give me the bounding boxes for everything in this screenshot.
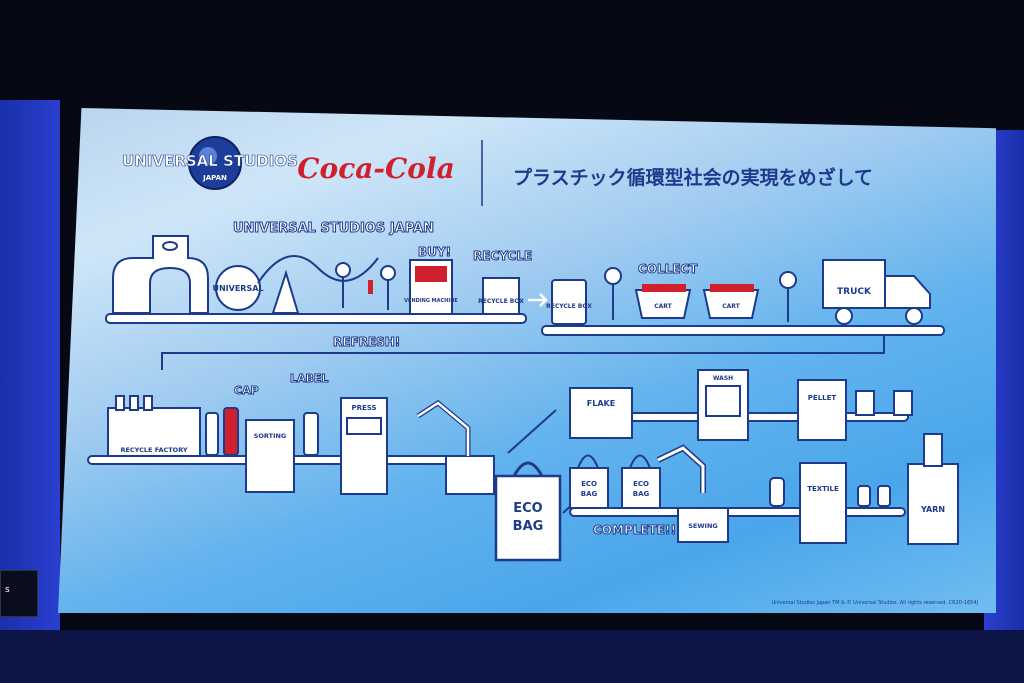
eco-bag-1-line1: ECO	[581, 480, 597, 488]
label-label: LABEL	[290, 372, 328, 385]
thread-spool	[769, 477, 785, 507]
copyright-notice: Universal Studios Japan TM & © Universal…	[771, 599, 978, 606]
yarn-label: YARN	[920, 505, 945, 514]
vending-machine-label: VENDING MACHINE	[404, 298, 458, 304]
eco-bag-2-line2: BAG	[633, 490, 650, 498]
slide-tagline: プラスチック循環型社会の実現をめざして	[513, 166, 873, 189]
press-machine: PRESS	[340, 397, 388, 495]
textile-label: TEXTILE	[807, 485, 839, 493]
presentation-screen: UNIVERSAL STUDIOS JAPAN Coca-Cola プラスチック…	[58, 108, 996, 613]
stage-floor	[0, 630, 1024, 683]
refresh-label: REFRESH!	[333, 335, 400, 349]
eco-bag-2: ECO BAG	[621, 454, 661, 509]
cart-1-label: CART	[654, 303, 672, 310]
usj-logo-line1: UNIVERSAL STUDIOS	[122, 152, 298, 170]
row1-conveyor	[105, 313, 945, 336]
recycle-label: RECYCLE	[473, 249, 532, 263]
cart-2: CART	[702, 284, 760, 319]
recycle-box-2: RECYCLE BOX	[546, 279, 592, 325]
eco-bag-1-line2: BAG	[581, 490, 598, 498]
pellet-machine: PELLET	[797, 379, 847, 441]
worker-illustration	[604, 267, 797, 322]
yarn-machine: YARN	[907, 433, 959, 545]
process-connector	[161, 336, 885, 370]
cart-1: CART	[634, 284, 692, 319]
yarn-spools	[857, 485, 891, 507]
coca-cola-logo: Coca-Cola	[297, 152, 455, 185]
flake-label: FLAKE	[587, 399, 615, 408]
sewing-label: SEWING	[688, 522, 718, 530]
sorting-machine: SORTING	[245, 419, 295, 493]
wash-label: WASH	[713, 375, 733, 382]
visitors-illustration	[335, 262, 396, 310]
usj-logo-line2: JAPAN	[202, 174, 227, 182]
truck: TRUCK	[822, 259, 931, 325]
press-label: PRESS	[351, 404, 376, 412]
sorting-label: SORTING	[254, 432, 287, 440]
slide-illustration: UNIVERSAL STUDIOS JAPAN Coca-Cola プラスチック…	[87, 136, 978, 606]
park-gate-illustration: UNIVERSAL	[112, 235, 379, 314]
buy-label: BUY!	[418, 245, 451, 259]
recycle-box-1: RECYCLE BOX	[478, 277, 524, 315]
podium-text: s	[5, 585, 10, 595]
truck-label: TRUCK	[837, 287, 872, 297]
arrow-icon	[507, 409, 557, 454]
eco-bag-big-line2: BAG	[513, 519, 544, 534]
eco-bag-1: ECO BAG	[569, 454, 609, 509]
robot-arm-1	[416, 399, 495, 495]
eco-bag-big-line1: ECO	[513, 501, 542, 516]
arrow-icon	[528, 293, 548, 307]
globe-label: UNIVERSAL	[212, 284, 263, 293]
usj-logo: UNIVERSAL STUDIOS JAPAN	[122, 136, 298, 190]
park-name-label: UNIVERSAL STUDIOS JAPAN	[233, 221, 434, 236]
pellet-label: PELLET	[808, 394, 837, 402]
bottles-illustration	[205, 407, 319, 456]
row3-conveyor	[569, 507, 906, 517]
eco-bag-big: ECO BAG	[494, 461, 562, 562]
pellet-bins	[855, 390, 913, 416]
flake-machine: FLAKE	[569, 387, 633, 439]
sewing-robot: SEWING	[656, 444, 729, 543]
wash-machine: WASH	[697, 369, 749, 441]
recycle-factory-label: RECYCLE FACTORY	[120, 446, 187, 454]
textile-machine: TEXTILE	[799, 462, 847, 544]
podium: s	[0, 570, 38, 617]
recycle-factory: RECYCLE FACTORY	[107, 395, 201, 457]
eco-bag-2-line1: ECO	[633, 480, 649, 488]
recycle-box-1-label: RECYCLE BOX	[478, 298, 524, 305]
cart-2-label: CART	[722, 303, 740, 310]
collect-label: COLLECT	[638, 262, 698, 276]
recycle-box-2-label: RECYCLE BOX	[546, 303, 592, 310]
cap-label: CAP	[234, 384, 259, 397]
vending-machine: VENDING MACHINE	[404, 259, 458, 315]
complete-label: COMPLETE!!	[593, 523, 676, 537]
